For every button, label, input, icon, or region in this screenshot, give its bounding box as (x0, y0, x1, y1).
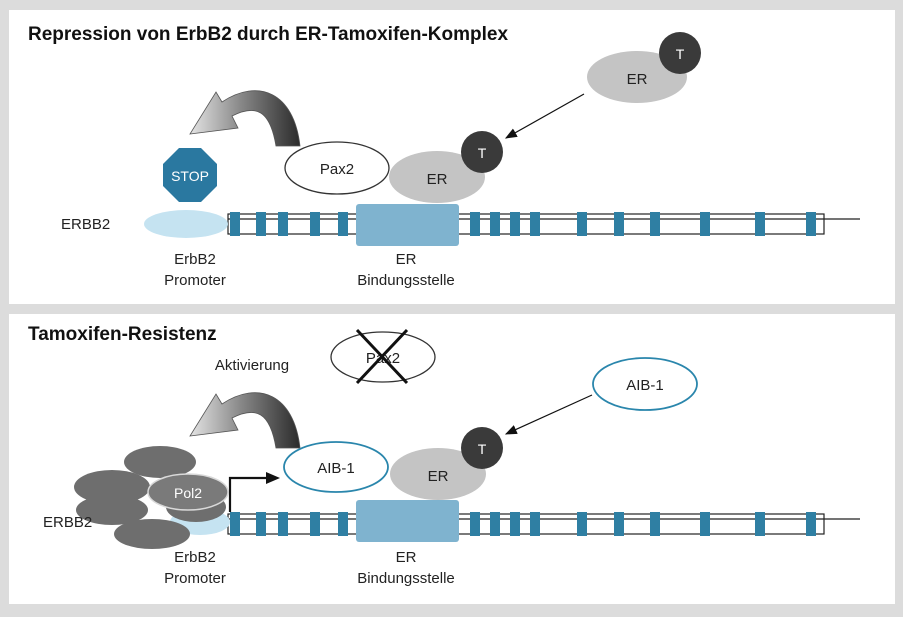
exon (278, 512, 288, 536)
exon (614, 512, 624, 536)
promoter-label-line1: ErbB2 (174, 549, 216, 566)
exon (256, 512, 266, 536)
er-oval (390, 448, 486, 500)
exon (490, 512, 500, 536)
aib1-bound-label: AIB-1 (317, 460, 355, 477)
crossed-pax2: Pax2 (330, 328, 436, 385)
gene-label: ERBB2 (43, 514, 92, 531)
cross-icon (355, 328, 409, 385)
exon (650, 512, 660, 536)
gene-track (144, 204, 860, 246)
tamoxifen-circle (461, 427, 503, 469)
activation-label: Aktivierung (215, 357, 289, 374)
panel-repression: Repression von ErbB2 durch ER-Tamoxifen-… (9, 10, 895, 304)
panel-title: Tamoxifen-Resistenz (28, 324, 217, 345)
exon (577, 512, 587, 536)
promoter-label-line2: Promoter (164, 272, 226, 289)
recruitment-arrow (504, 394, 593, 435)
panel-resistance: Tamoxifen-Resistenz (9, 314, 895, 604)
binding-arrow (504, 93, 585, 139)
exon (470, 512, 480, 536)
exons (230, 212, 816, 236)
exon (310, 212, 320, 236)
binding-site-label-line1: ER (396, 549, 417, 566)
aib1-free-label: AIB-1 (626, 377, 664, 394)
transcription-start-arrow (228, 476, 268, 512)
exon (755, 512, 765, 536)
exon (614, 212, 624, 236)
tamoxifen-circle (461, 131, 503, 173)
exon (470, 212, 480, 236)
binding-site-label-line2: Bindungsstelle (357, 570, 455, 587)
pol2-label: Pol2 (174, 485, 202, 501)
pax2-label: Pax2 (320, 161, 354, 178)
exon (700, 212, 710, 236)
exon (230, 512, 240, 536)
er-oval (389, 151, 485, 203)
er-label: ER (427, 171, 448, 188)
curved-arrow-icon (189, 90, 301, 147)
exon (338, 512, 348, 536)
stop-label: STOP (171, 168, 209, 184)
free-er-oval (587, 51, 687, 103)
pol2-subunit (76, 495, 148, 525)
exon (650, 212, 660, 236)
pol2-subunit (114, 519, 190, 549)
tamoxifen-label: T (478, 145, 487, 161)
curved-arrow-icon (189, 392, 301, 449)
exon (230, 212, 240, 236)
exon (510, 512, 520, 536)
aib1-free-oval (592, 357, 698, 411)
exon (490, 212, 500, 236)
binding-site-label-line1: ER (396, 251, 417, 268)
free-tamoxifen-label: T (676, 46, 685, 62)
exon (256, 212, 266, 236)
exon (806, 212, 816, 236)
exon (510, 212, 520, 236)
pol2-subunit (74, 470, 150, 504)
stop-sign-icon: STOP (163, 148, 217, 202)
free-tamoxifen-circle (659, 32, 701, 74)
pol2-main (147, 473, 229, 511)
exon (530, 212, 540, 236)
pol2-subunit (124, 446, 196, 478)
promoter-label-line1: ErbB2 (174, 251, 216, 268)
exons (230, 512, 816, 536)
aib1-bound-oval (283, 441, 389, 493)
exon (806, 512, 816, 536)
erbb2-promoter (144, 210, 228, 238)
gene-label: ERBB2 (61, 216, 110, 233)
er-binding-site (356, 204, 459, 246)
binding-site-label-line2: Bindungsstelle (357, 272, 455, 289)
free-er-label: ER (627, 71, 648, 88)
er-label: ER (428, 468, 449, 485)
tamoxifen-label: T (478, 441, 487, 457)
exon (577, 212, 587, 236)
exon (700, 512, 710, 536)
pol2-complex: Pol2 (74, 446, 229, 549)
promoter-label-line2: Promoter (164, 570, 226, 587)
panel-title: Repression von ErbB2 durch ER-Tamoxifen-… (28, 24, 508, 45)
pax2-oval (284, 141, 390, 195)
exon (530, 512, 540, 536)
exon (755, 212, 765, 236)
transcription-arrowhead-icon (266, 472, 280, 484)
exon (278, 212, 288, 236)
exon (310, 512, 320, 536)
exon (338, 212, 348, 236)
er-binding-site (356, 500, 459, 542)
